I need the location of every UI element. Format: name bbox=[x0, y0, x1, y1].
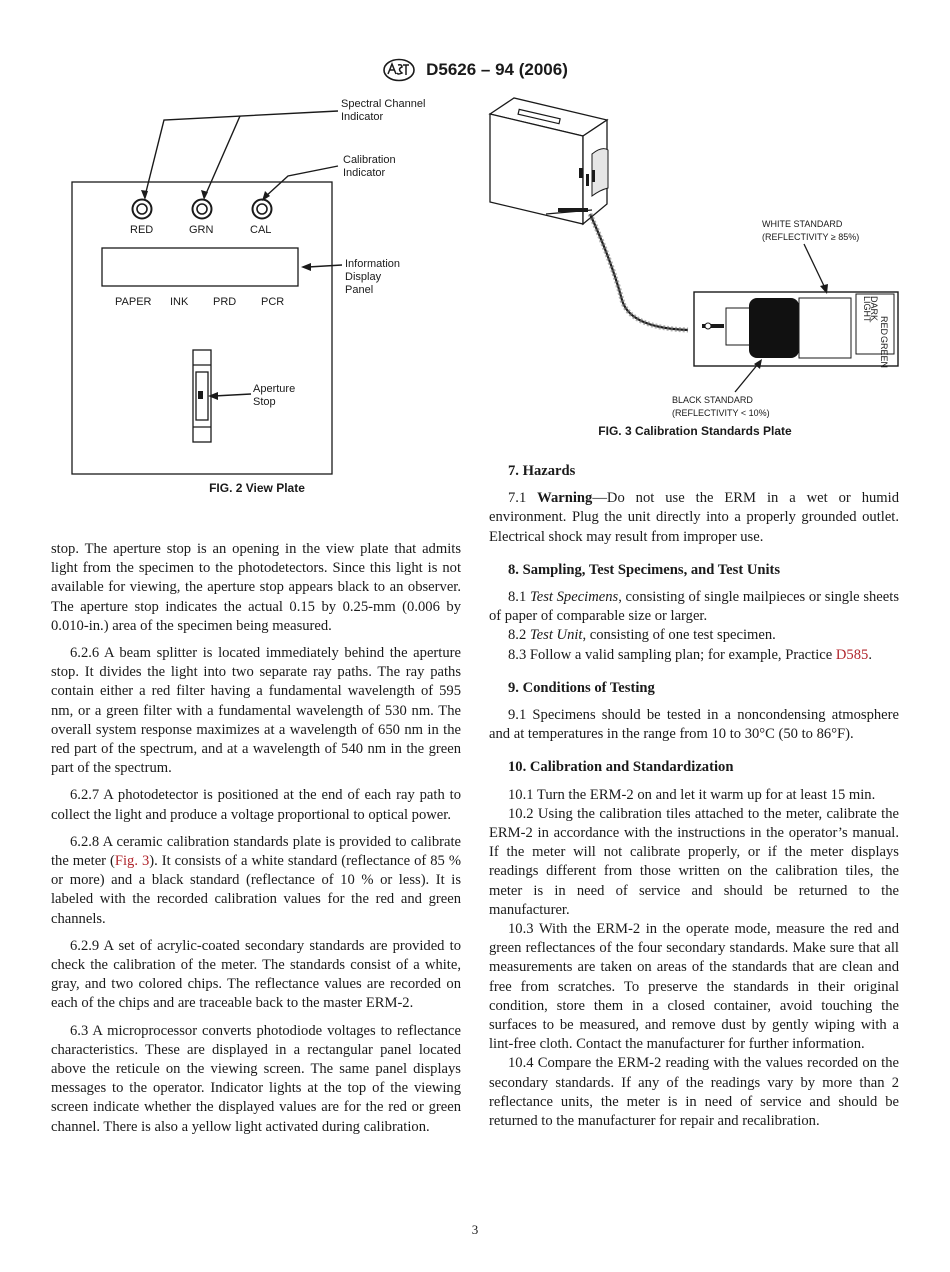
paragraph-6-2-9: 6.2.9 A set of acrylic-coated secondary … bbox=[51, 937, 461, 1012]
callout-calibration-line1: Calibration bbox=[343, 154, 396, 166]
callout-aperture-line1: Aperture bbox=[253, 383, 295, 395]
mode-label-prd: PRD bbox=[213, 296, 236, 308]
callout-spectral-line2: Indicator bbox=[341, 111, 384, 123]
plate-label-light: LIGHT bbox=[862, 296, 872, 323]
mode-label-paper: PAPER bbox=[115, 296, 152, 308]
red-indicator-lamp bbox=[131, 198, 153, 220]
paragraph-8-3: 8.3 Follow a valid sampling plan; for ex… bbox=[508, 646, 872, 663]
document-designation: D5626 – 94 (2006) bbox=[426, 60, 568, 79]
paragraph-aperture-stop: stop. The aperture stop is an opening in… bbox=[51, 541, 461, 634]
section-heading-8: 8. Sampling, Test Specimens, and Test Un… bbox=[508, 561, 781, 578]
mode-label-pcr: PCR bbox=[261, 296, 284, 308]
white-standard-line2: (REFLECTIVITY ≥ 85%) bbox=[762, 232, 859, 242]
callout-spectral-line1: Spectral Channel bbox=[341, 98, 425, 110]
page-header: D5626 – 94 (2006) bbox=[0, 58, 950, 82]
white-standard-tile bbox=[798, 297, 852, 359]
plate-label-red: RED bbox=[879, 316, 889, 336]
paragraph-10-1: 10.1 Turn the ERM-2 on and let it warm u… bbox=[508, 786, 876, 803]
fig2-caption: FIG. 2 View Plate bbox=[209, 481, 305, 495]
plate-label-green: GREEN bbox=[879, 336, 889, 368]
mode-label-ink: INK bbox=[170, 296, 189, 308]
indicator-label-red: RED bbox=[130, 224, 153, 236]
erm-meter-illustration bbox=[488, 97, 609, 226]
paragraph-6-2-6: 6.2.6 A beam splitter is located immedia… bbox=[51, 645, 461, 777]
view-plate-outline bbox=[71, 181, 333, 475]
paragraph-9-1: 9.1 Specimens should be tested in a nonc… bbox=[489, 707, 899, 743]
black-standard-tile bbox=[749, 298, 799, 358]
left-text-column: stop. The aperture stop is an opening in… bbox=[51, 540, 461, 1137]
information-display-panel bbox=[101, 247, 299, 287]
fig3-link[interactable]: Fig. 3 bbox=[114, 853, 150, 870]
callout-calibration-line2: Indicator bbox=[343, 167, 386, 179]
black-standard-line1: BLACK STANDARD bbox=[672, 395, 753, 405]
callout-info-line2: Display bbox=[345, 271, 382, 283]
page-number: 3 bbox=[471, 1222, 479, 1237]
paragraph-7-1: 7.1 Warning—Do not use the ERM in a wet … bbox=[489, 490, 899, 545]
plate-label-dark: DARK bbox=[869, 296, 879, 321]
fig3-calibration-standards-plate: LIGHT DARK RED GREEN WHITE STANDARD (REF… bbox=[488, 97, 899, 418]
section-heading-9: 9. Conditions of Testing bbox=[508, 679, 655, 696]
paragraph-8-1: 8.1 Test Specimens, consisting of single… bbox=[489, 589, 899, 625]
paragraph-6-2-8: 6.2.8 A ceramic calibration standards pl… bbox=[51, 833, 461, 927]
black-standard-line2: (REFLECTIVITY < 10%) bbox=[672, 408, 770, 418]
right-text-column: 7. Hazards 7.1 Warning—Do not use the ER… bbox=[489, 462, 899, 1131]
paragraph-6-3: 6.3 A microprocessor converts photodiode… bbox=[51, 1022, 461, 1135]
paragraph-10-3: 10.3 With the ERM-2 in the operate mode,… bbox=[489, 921, 899, 1053]
white-standard-line1: WHITE STANDARD bbox=[762, 219, 843, 229]
paragraph-10-4: 10.4 Compare the ERM-2 reading with the … bbox=[489, 1055, 899, 1130]
meter-cable bbox=[588, 213, 689, 332]
cal-indicator-lamp bbox=[251, 198, 273, 220]
calibration-standards-plate bbox=[693, 291, 899, 367]
paragraph-10-2: 10.2 Using the calibration tiles attache… bbox=[489, 805, 899, 918]
section-heading-10: 10. Calibration and Standardization bbox=[508, 759, 734, 776]
fig2-view-plate: Spectral Channel Indicator Calibration I… bbox=[71, 98, 425, 475]
d585-link[interactable]: D585 bbox=[835, 646, 869, 663]
fig3-caption: FIG. 3 Calibration Standards Plate bbox=[598, 424, 792, 438]
paragraph-6-2-7: 6.2.7 A photodetector is positioned at t… bbox=[51, 787, 461, 823]
callout-info-line3: Panel bbox=[345, 284, 373, 296]
paragraph-8-2: 8.2 Test Unit, consisting of one test sp… bbox=[508, 627, 776, 644]
grn-indicator-lamp bbox=[191, 198, 213, 220]
indicator-label-grn: GRN bbox=[189, 224, 214, 236]
section-heading-7: 7. Hazards bbox=[508, 463, 576, 479]
indicator-label-cal: CAL bbox=[250, 224, 271, 236]
callout-info-line1: Information bbox=[345, 258, 400, 270]
astm-logo-icon bbox=[383, 58, 415, 82]
callout-aperture-line2: Stop bbox=[253, 396, 276, 408]
